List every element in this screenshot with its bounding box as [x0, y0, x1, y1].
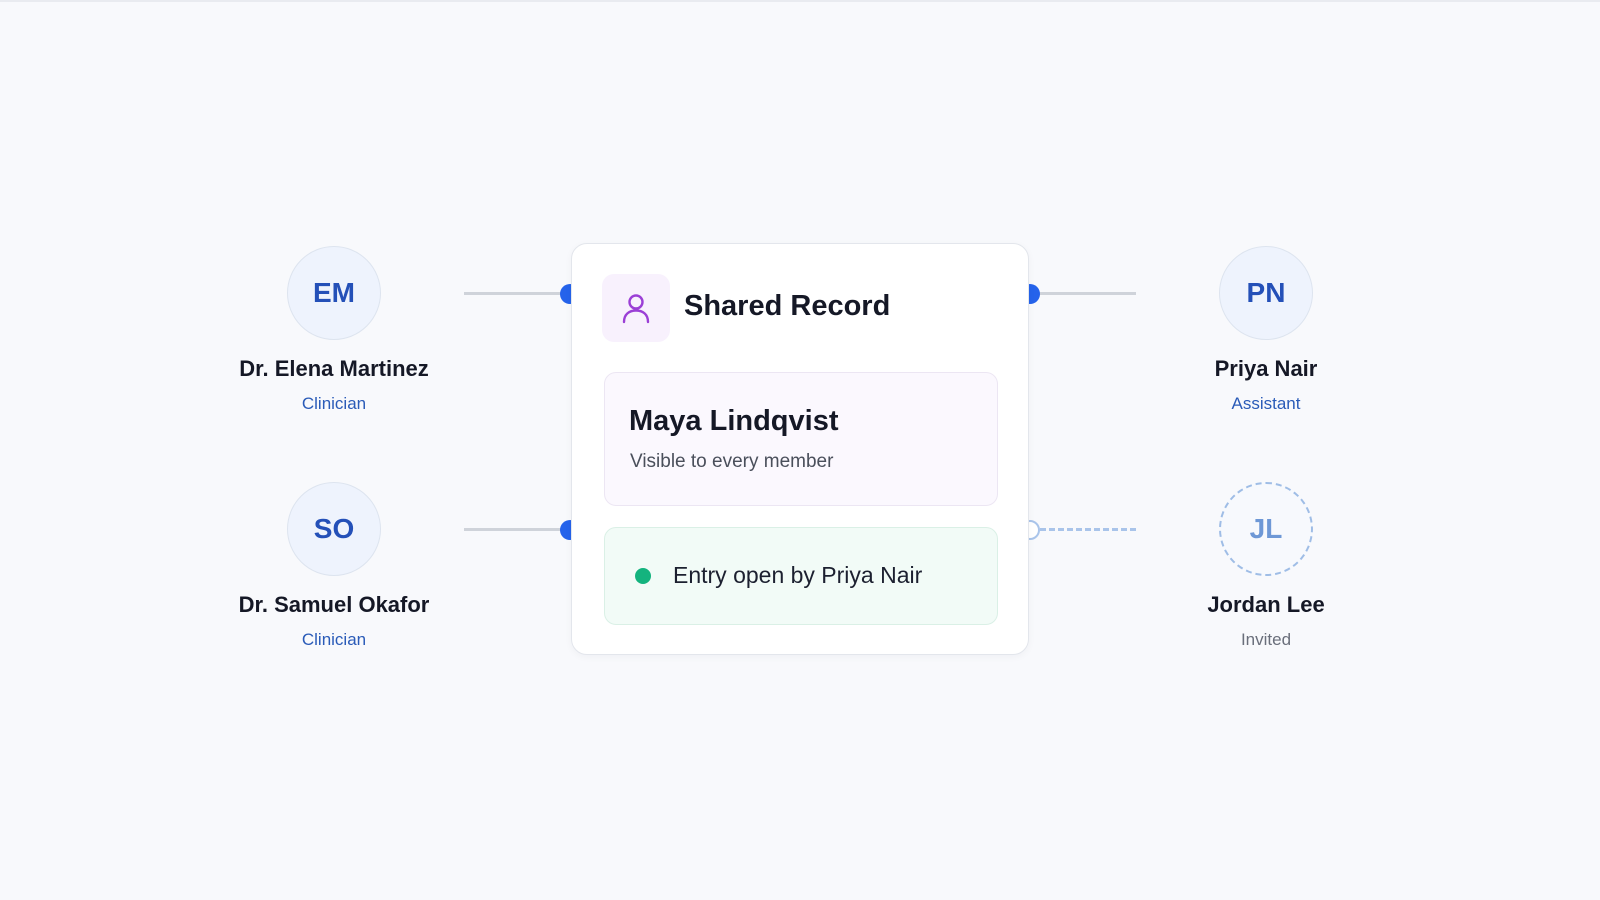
- connector-line-jordan: [1040, 528, 1136, 531]
- member-role: Clinician: [301, 394, 367, 413]
- connector-line-elena: [464, 292, 568, 295]
- entry-status-box: Entry open by Priya Nair: [604, 527, 998, 625]
- member-name: Dr. Samuel Okafor: [238, 592, 430, 617]
- status-dot: [635, 568, 651, 584]
- member-name: Dr. Elena Martinez: [239, 356, 429, 381]
- top-divider: [0, 0, 1600, 2]
- member-samuel-okafor[interactable]: SO Dr. Samuel Okafor Clinician: [204, 482, 464, 650]
- patient-record-box[interactable]: Maya Lindqvist Visible to every member: [604, 372, 998, 506]
- member-priya-nair[interactable]: PN Priya Nair Assistant: [1136, 246, 1396, 414]
- member-role: Assistant: [1231, 394, 1301, 413]
- avatar: SO: [287, 482, 381, 576]
- member-role: Invited: [1240, 630, 1292, 649]
- avatar: JL: [1219, 482, 1313, 576]
- connector-line-priya: [1038, 292, 1136, 295]
- shared-record-card[interactable]: Shared Record Maya Lindqvist Visible to …: [571, 243, 1029, 655]
- avatar: EM: [287, 246, 381, 340]
- member-name: Jordan Lee: [1207, 592, 1325, 617]
- entry-status-text: Entry open by Priya Nair: [673, 562, 923, 588]
- connector-line-samuel: [464, 528, 568, 531]
- visibility-note: Visible to every member: [630, 451, 834, 472]
- member-name: Priya Nair: [1214, 356, 1318, 381]
- avatar: PN: [1219, 246, 1313, 340]
- card-title: Shared Record: [684, 290, 891, 322]
- patient-name: Maya Lindqvist: [629, 405, 839, 437]
- user-icon: [602, 274, 670, 342]
- member-role: Clinician: [301, 630, 367, 649]
- member-jordan-lee[interactable]: JL Jordan Lee Invited: [1136, 482, 1396, 650]
- user-icon-graphic: [622, 294, 650, 324]
- member-elena-martinez[interactable]: EM Dr. Elena Martinez Clinician: [204, 246, 464, 414]
